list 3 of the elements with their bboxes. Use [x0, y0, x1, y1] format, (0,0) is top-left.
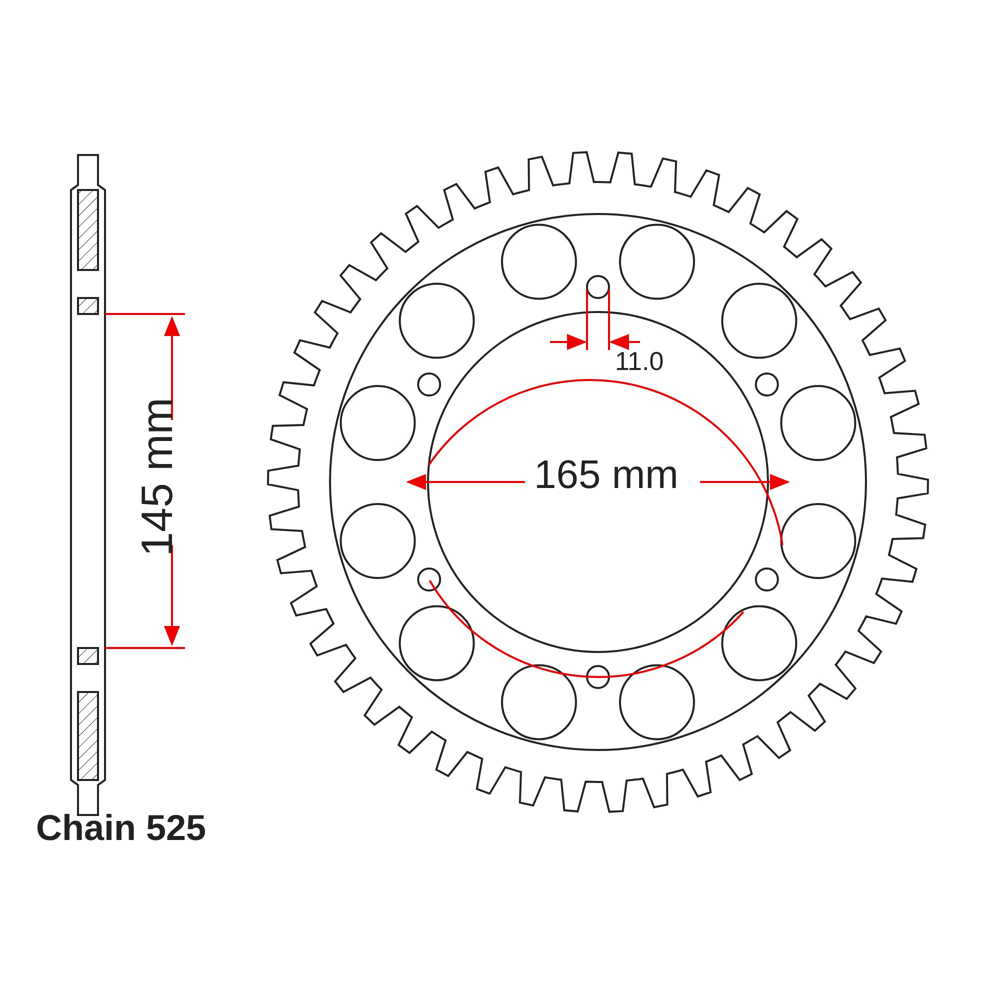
dimension-label: 11.0	[615, 348, 664, 374]
dimension-label: Chain 525	[36, 810, 206, 846]
dimension-label: 145 mm	[136, 396, 180, 558]
